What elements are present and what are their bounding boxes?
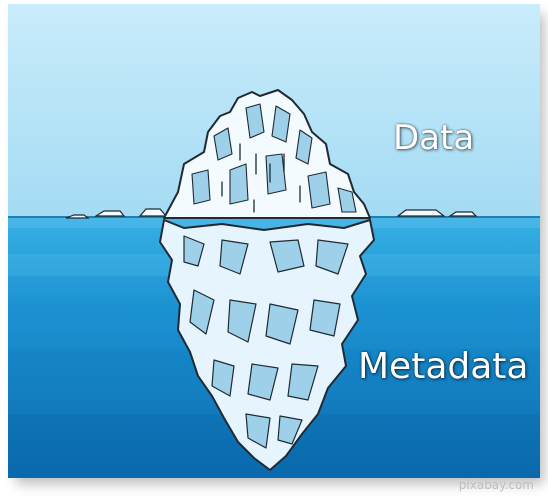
metadata-label: Metadata (358, 346, 529, 387)
iceberg-illustration (8, 4, 540, 478)
data-label: Data (393, 118, 475, 158)
iceberg-submerged (159, 219, 375, 471)
floating-ice (65, 208, 478, 219)
image-credit: pixabay.com (458, 478, 534, 492)
iceberg-tip (163, 89, 371, 219)
